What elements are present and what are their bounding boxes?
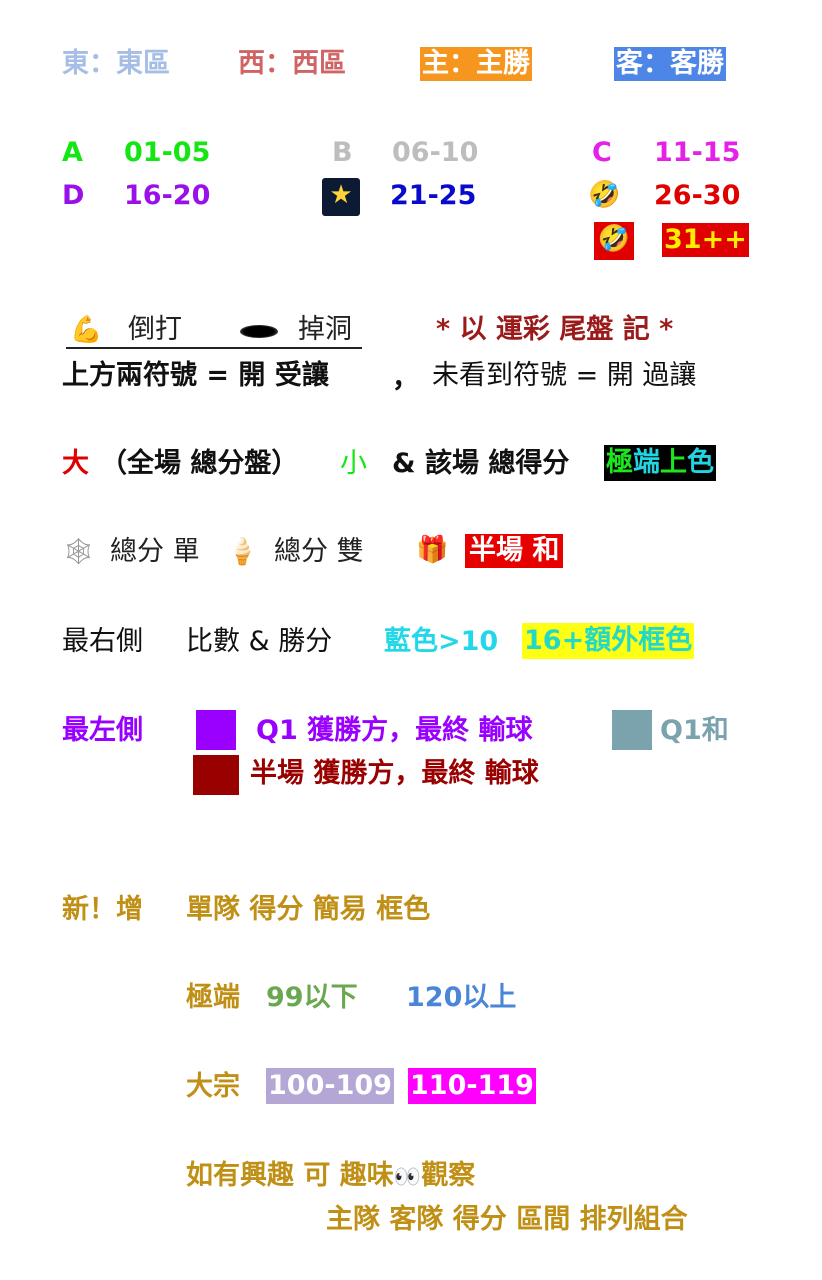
range-b: 06-10 [392, 137, 479, 168]
hole-icon [240, 325, 278, 338]
interest-text: 如有興趣 可 趣味👀觀察 [186, 1159, 475, 1195]
range-key-a: A [62, 137, 83, 168]
rolling-laughing-icon: 🤣 [588, 180, 621, 210]
odd-total-label: 總分 單 [110, 536, 200, 567]
handicap-rule-bold: 上方兩符號 = 開 受讓 [62, 360, 329, 391]
drop-label: 掉洞 [298, 314, 352, 345]
q1-color-swatch [196, 710, 236, 750]
spider-web-icon: 🕸 [62, 537, 96, 567]
range-key-b: B [332, 137, 353, 168]
east-label: 東：東區 [62, 48, 170, 79]
extreme-char: 極 [606, 447, 633, 478]
reverse-label: 倒打 [128, 314, 182, 345]
handicap-rule-normal: 未看到符號 = 開 過讓 [432, 360, 697, 391]
major-label: 大宗 [186, 1071, 240, 1102]
range-a: 01-05 [124, 137, 211, 168]
range-key-c: C [592, 137, 612, 168]
under-label: 小 [340, 448, 367, 479]
half-tie-badge: 半場 和 [465, 534, 564, 568]
range-d: 16-20 [124, 180, 211, 211]
combo-text: 主隊 客隊 得分 區間 排列組合 [326, 1204, 688, 1235]
extra-frame-label: 16+額外框色 [522, 623, 695, 659]
q1-tie-label: Q1和 [660, 715, 729, 746]
blue-over-10-label: 藍色>10 [384, 626, 499, 657]
rolling-laughing-icon: 🤣 [594, 222, 634, 260]
over-label: 大 [62, 448, 89, 479]
comma: ， [392, 363, 419, 394]
home-win-label: 主：主勝 [420, 47, 532, 81]
extreme-label: 極端 [186, 982, 240, 1013]
extreme-char: 色 [687, 447, 714, 478]
away-win-label: 客：客勝 [614, 47, 726, 81]
range-f: 26-30 [654, 180, 741, 211]
even-total-label: 總分 雙 [274, 536, 364, 567]
q1-tie-swatch [612, 710, 652, 750]
west-label: 西：西區 [238, 48, 346, 79]
closing-line-note: * 以 運彩 尾盤 記 * [436, 314, 674, 345]
interest-text-a: 如有興趣 可 趣味 [186, 1160, 394, 1191]
handicap-symbols: 💪 倒打 掉洞 [66, 313, 362, 349]
half-desc: 半場 獲勝方，最終 輸球 [250, 758, 539, 789]
shooting-star-icon: ★ [322, 178, 360, 216]
right-side-label: 最右側 [62, 626, 143, 657]
q1-desc: Q1 獲勝方，最終 輸球 [256, 715, 533, 746]
extreme-char: 上 [660, 447, 687, 478]
flexed-biceps-icon: 💪 [70, 315, 103, 345]
soft-ice-cream-icon: 🍦 [226, 537, 259, 567]
right-side-desc: 比數 & 勝分 [186, 626, 333, 657]
half-color-swatch [193, 755, 239, 795]
mid-range-1: 100-109 [266, 1068, 394, 1104]
interest-text-b: 觀察 [421, 1160, 476, 1191]
range-e: 21-25 [390, 180, 477, 211]
range-c: 11-15 [654, 137, 741, 168]
new-title: 新！增 [62, 894, 143, 925]
mid-range-2: 110-119 [408, 1068, 536, 1104]
extreme-color-badge: 極端上色 [604, 445, 716, 481]
eyes-icon: 👀 [393, 1165, 422, 1190]
range-g: 31++ [662, 223, 749, 257]
range-key-d: D [62, 180, 85, 211]
total-line-label: （全場 總分盤） [100, 448, 299, 479]
low-range-label: 99以下 [266, 982, 358, 1013]
total-score-label: & 該場 總得分 [392, 448, 570, 479]
high-range-label: 120以上 [406, 982, 517, 1013]
new-subtitle: 單隊 得分 簡易 框色 [186, 894, 431, 925]
left-side-label: 最左側 [62, 715, 143, 746]
extreme-char: 端 [633, 447, 660, 478]
gift-icon: 🎁 [416, 535, 449, 565]
